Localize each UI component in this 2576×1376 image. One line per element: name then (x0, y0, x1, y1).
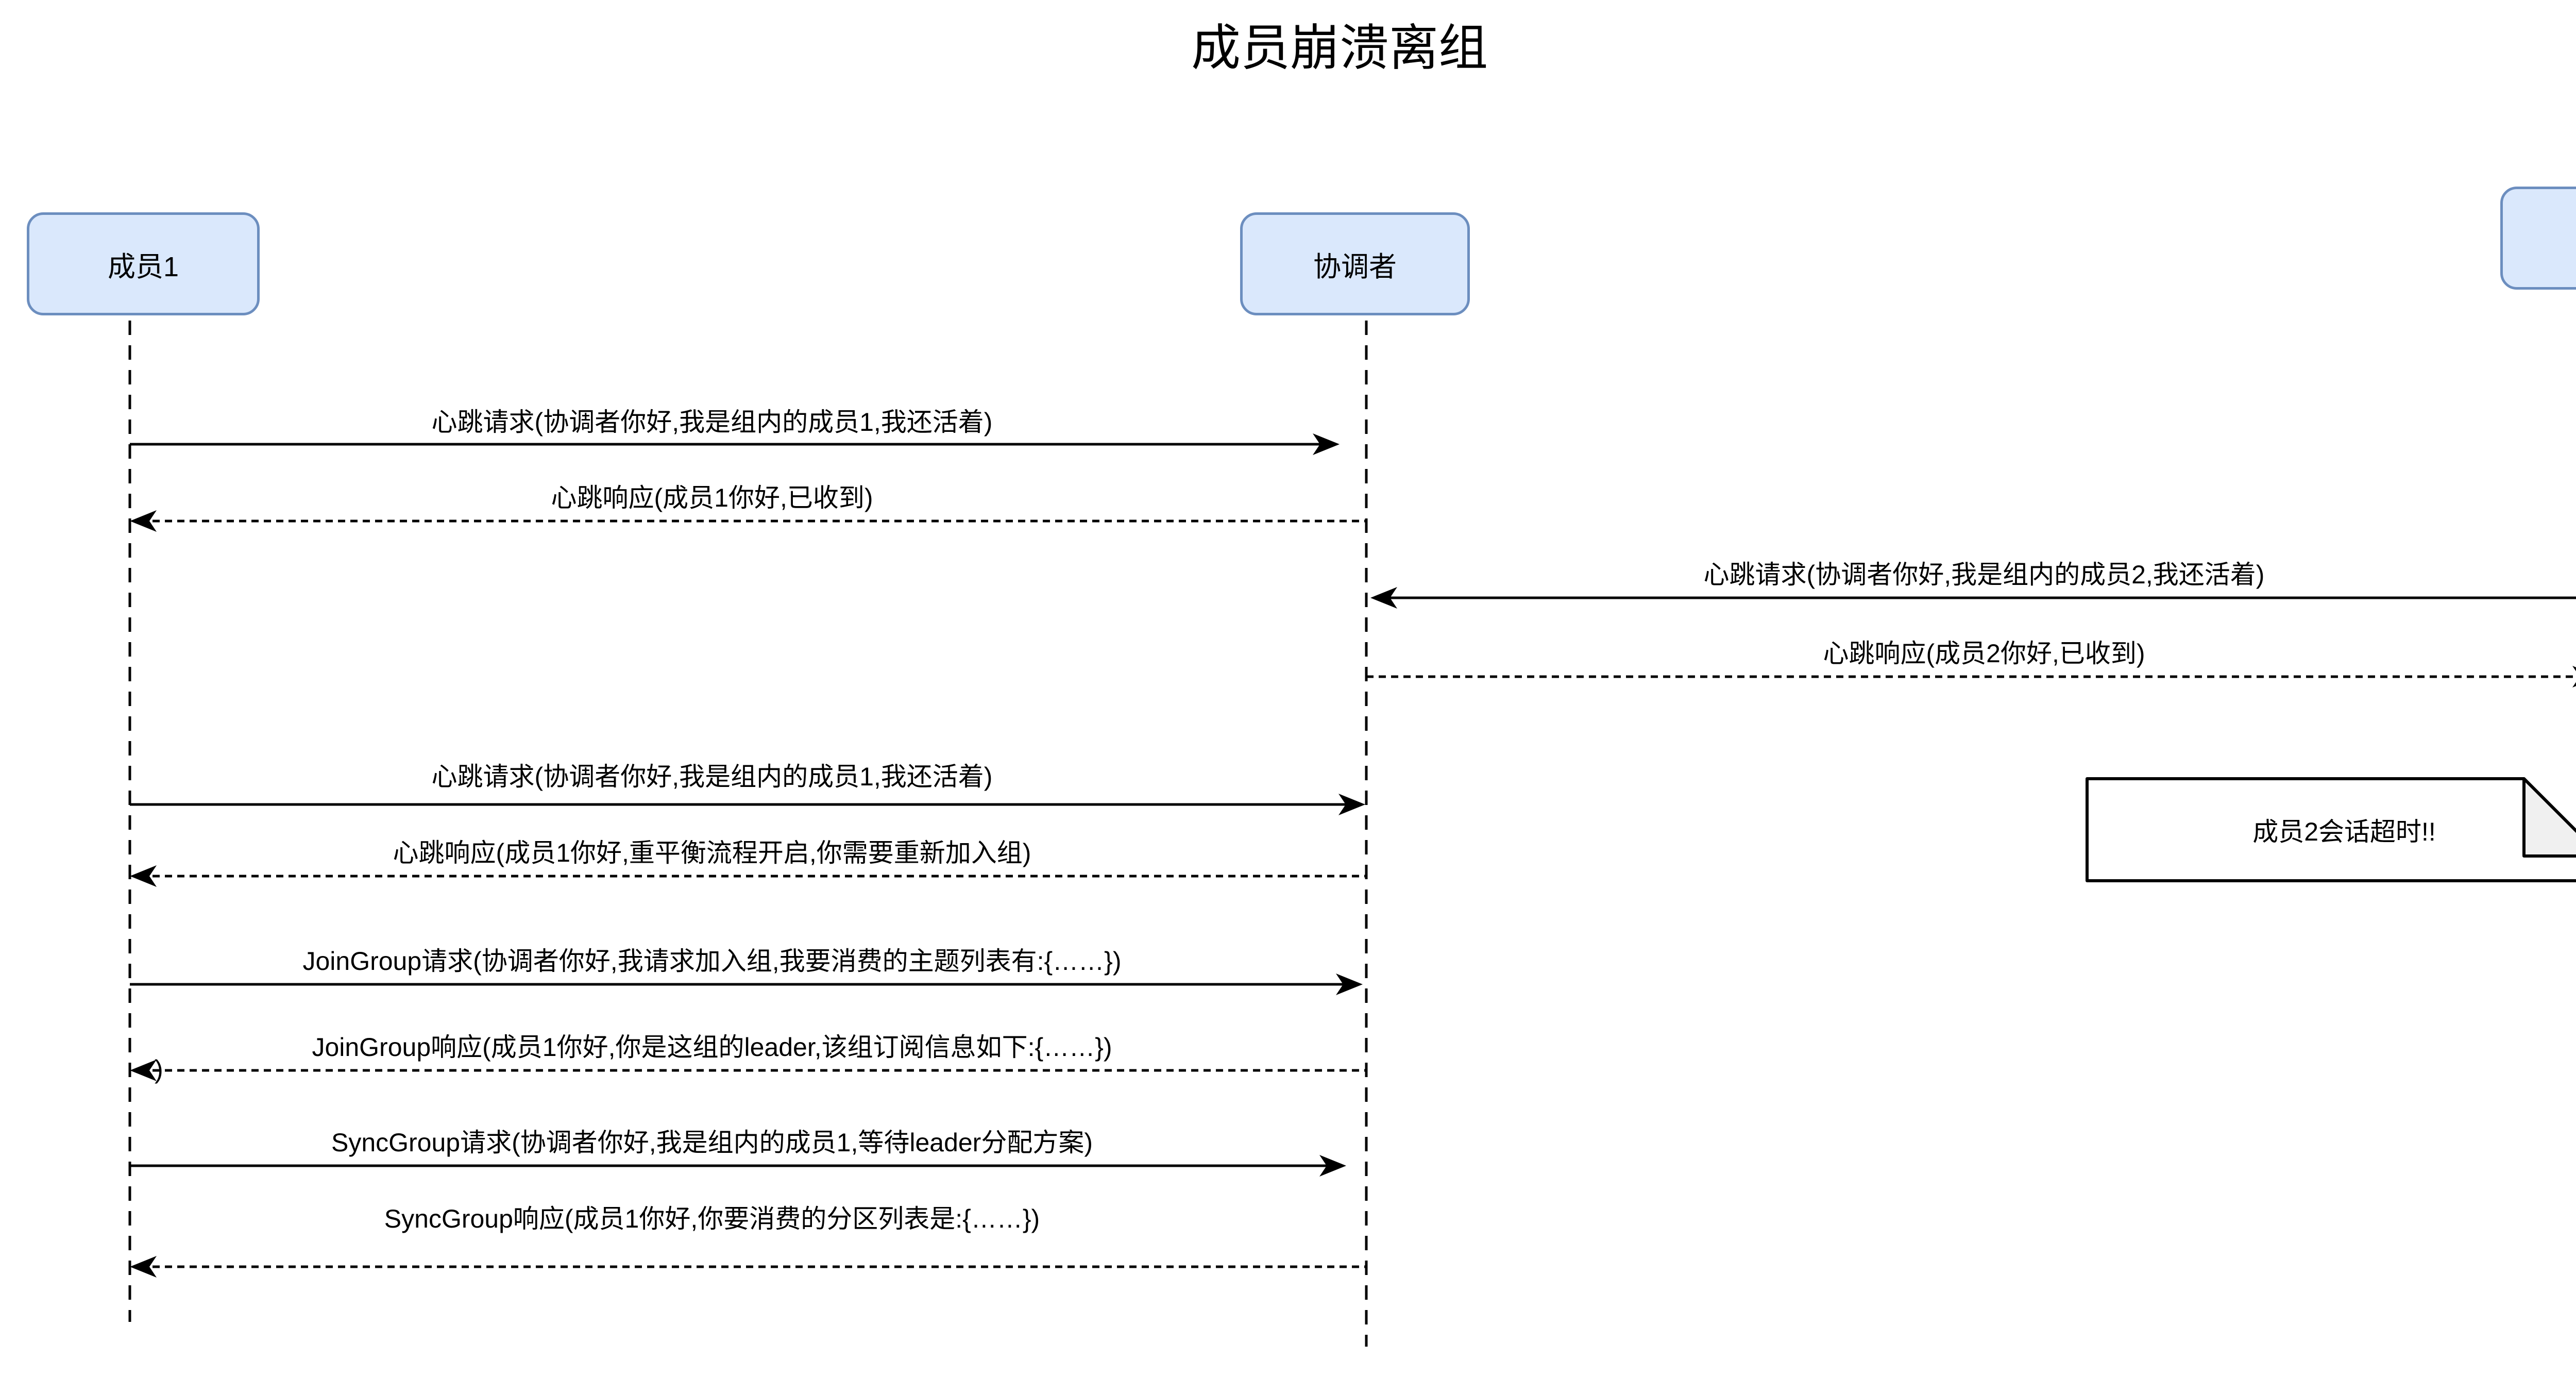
message-arrow-4 (1366, 666, 2576, 687)
message-arrow-9 (130, 1155, 1346, 1177)
arrowhead-right-icon (1338, 794, 1365, 815)
message-arrow-8 (130, 1060, 1366, 1081)
message-label-4: 心跳响应(成员2你好,已收到) (1823, 639, 2145, 668)
arrowhead-right-icon (2572, 666, 2576, 687)
actor-member2: 成员2 (2500, 187, 2576, 290)
message-arrow-10 (130, 1256, 1366, 1278)
diagram-title: 成员崩溃离组 (1191, 21, 1488, 76)
arrowhead-left-icon (130, 1060, 157, 1081)
arrowhead-left-icon (1370, 587, 1397, 609)
message-label-2: 心跳响应(成员1你好,已收到) (551, 483, 873, 512)
stray-paren-text: ) (155, 1055, 163, 1084)
message-arrow-2 (130, 510, 1366, 532)
message-label-6: 心跳响应(成员1你好,重平衡流程开启,你需要重新加入组) (393, 838, 1031, 867)
arrowhead-right-icon (1336, 974, 1363, 995)
message-label-8: JoinGroup响应(成员1你好,你是这组的leader,该组订阅信息如下:{… (312, 1033, 1112, 1062)
arrowhead-left-icon (130, 510, 157, 532)
message-label-3: 心跳请求(协调者你好,我是组内的成员2,我还活着) (1703, 560, 2265, 589)
arrowhead-right-icon (1313, 433, 1340, 455)
actor-member1-label: 成员1 (107, 251, 179, 282)
message-label-7: JoinGroup请求(协调者你好,我请求加入组,我要消费的主题列表有:{……}… (302, 947, 1122, 976)
actor-coordinator: 协调者 (1240, 212, 1470, 315)
actor-coordinator-label: 协调者 (1313, 251, 1397, 282)
note-shape (2086, 777, 2576, 882)
message-arrow-7 (130, 974, 1363, 995)
message-arrow-6 (130, 865, 1366, 887)
note-label: 成员2会话超时!! (2252, 817, 2436, 846)
message-arrow-3 (1370, 587, 2576, 609)
message-arrow-5 (130, 794, 1365, 815)
note-fold-corner-icon (2522, 777, 2576, 858)
message-label-10: SyncGroup响应(成员1你好,你要消费的分区列表是:{……}) (384, 1204, 1040, 1233)
message-arrow-1 (130, 433, 1340, 455)
message-label-9: SyncGroup请求(协调者你好,我是组内的成员1,等待leader分配方案) (331, 1128, 1093, 1157)
message-label-1: 心跳请求(协调者你好,我是组内的成员1,我还活着) (431, 408, 993, 437)
message-label-5: 心跳请求(协调者你好,我是组内的成员1,我还活着) (431, 762, 993, 791)
arrowhead-right-icon (1319, 1155, 1346, 1177)
actor-member1: 成员1 (27, 212, 260, 315)
arrowhead-left-icon (130, 865, 157, 887)
arrowhead-left-icon (130, 1256, 157, 1278)
